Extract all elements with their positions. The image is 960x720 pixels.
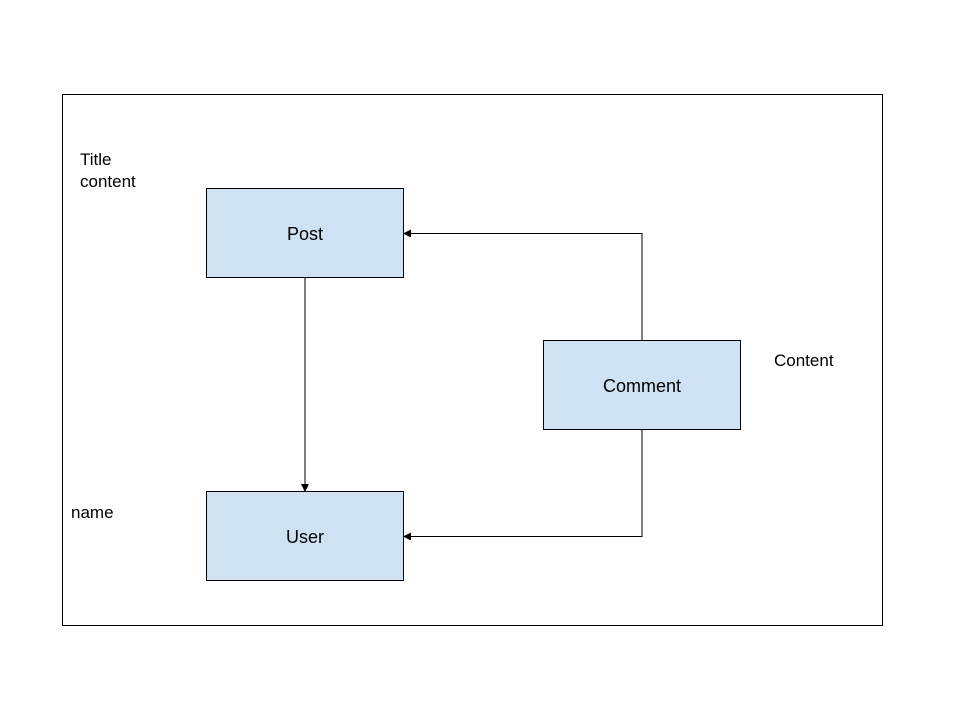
user-attribute-name: name — [71, 503, 114, 522]
entity-user-box — [206, 491, 404, 581]
comment-attribute-content: Content — [774, 351, 834, 370]
entity-post-box — [206, 188, 404, 278]
entity-comment[interactable]: Comment — [543, 340, 741, 430]
entity-user-label: User — [286, 527, 324, 547]
entity-comment-box — [543, 340, 741, 430]
entity-post[interactable]: Post — [206, 188, 404, 278]
entity-comment-label: Comment — [603, 376, 681, 396]
connector-comment-to-user — [404, 430, 643, 537]
entity-user[interactable]: User — [206, 491, 404, 581]
diagram-frame — [62, 94, 883, 626]
post-attribute-title: Title — [80, 150, 112, 169]
post-attribute-content: content — [80, 172, 136, 191]
connector-comment-to-post — [404, 234, 643, 340]
entity-post-label: Post — [287, 224, 323, 244]
